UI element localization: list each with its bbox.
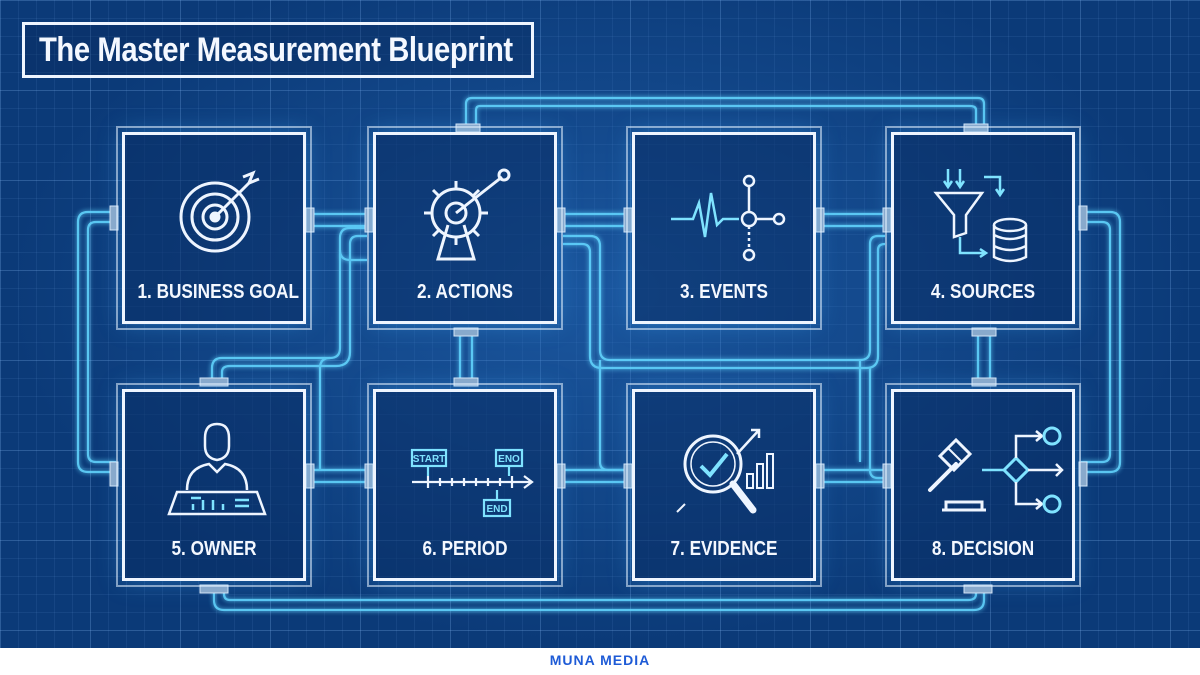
blueprint-canvas: The Master Measurement Blueprint 1. BUSI… [0, 0, 1200, 648]
connector-pipes [76, 96, 1122, 612]
timeline-end-label-lower: END [486, 504, 507, 515]
step-card-sources: 4. SOURCES [885, 126, 1081, 330]
step-card-actions: 2. ACTIONS [367, 126, 563, 330]
step-card-period: START ENO END 6. PERIOD [367, 383, 563, 587]
step-label: 3. EVENTS [680, 281, 768, 303]
gavel-decision-icon [928, 426, 1064, 514]
magnifier-chart-icon [676, 428, 774, 514]
gear-lever-icon [424, 168, 511, 261]
step-label: 4. SOURCES [930, 281, 1036, 303]
title-box: The Master Measurement Blueprint [22, 22, 534, 78]
pulse-node-icon [671, 174, 786, 262]
brand-logo-text: MUNA MEDIA [549, 652, 651, 668]
target-icon [179, 170, 260, 253]
step-label: 8. DECISION [931, 538, 1035, 560]
step-card-business-goal: 1. BUSINESS GOAL [116, 126, 312, 330]
step-card-events: 3. EVENTS [626, 126, 822, 330]
timeline-icon: START ENO END [410, 448, 534, 518]
step-label: 1. BUSINESS GOAL [137, 281, 299, 303]
page-title: The Master Measurement Blueprint [39, 30, 513, 69]
timeline-end-label: ENO [498, 454, 520, 465]
step-label: 7. EVIDENCE [670, 538, 778, 560]
step-label: 5. OWNER [171, 538, 257, 560]
step-card-owner: 5. OWNER [116, 383, 312, 587]
step-card-decision: 8. DECISION [885, 383, 1081, 587]
timeline-start-label: START [413, 454, 446, 465]
step-label: 2. ACTIONS [417, 281, 513, 303]
step-card-evidence: 7. EVIDENCE [626, 383, 822, 587]
step-label: 6. PERIOD [422, 538, 508, 560]
person-console-icon [167, 422, 267, 516]
funnel-database-icon [933, 169, 1028, 263]
